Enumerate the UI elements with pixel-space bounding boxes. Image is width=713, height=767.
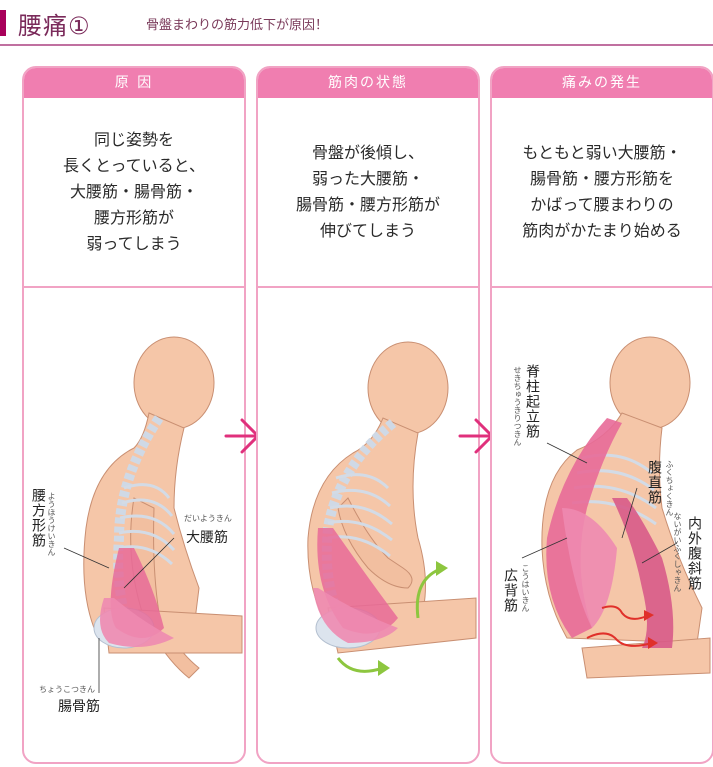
ruby-latissimus-dorsi: こうはいきん <box>521 564 530 612</box>
panel-muscle-state-title: 筋肉の状態 <box>258 68 478 98</box>
page-title: 腰痛① <box>18 12 91 40</box>
panel-cause-text: 同じ姿勢を 長くとっていると、 大腰筋・腸骨筋・ 腰方形筋が 弱ってしまう <box>62 130 206 253</box>
label-latissimus-dorsi: 広背筋 <box>502 568 518 613</box>
panel-pain-onset-title: 痛みの発生 <box>492 68 712 98</box>
ruby-psoas-major: だいようきん <box>184 514 232 523</box>
panel-muscle-state-text: 骨盤が後傾し、 弱った大腰筋・ 腸骨筋・腰方形筋が 伸びてしまう <box>295 143 440 240</box>
label-iliacus: 腸骨筋 <box>58 699 100 715</box>
panel-pain-onset-text-box: もともと弱い大腰筋・ 腸骨筋・腰方形筋を かばって腰まわりの 筋肉がかたまり始め… <box>492 98 712 286</box>
ruby-internal-external-obliques: ないがいふくしゃきん <box>673 512 682 592</box>
panel-pain-onset-divider <box>492 286 712 288</box>
panel-cause-text-box: 同じ姿勢を 長くとっていると、 大腰筋・腸骨筋・ 腰方形筋が 弱ってしまう <box>24 98 244 286</box>
label-rectus-abdominis: 腹直筋 <box>646 460 662 505</box>
label-quadratus-lumborum: 腰方形筋 <box>30 488 46 548</box>
panel-muscle-state-divider <box>258 286 478 288</box>
ruby-rectus-abdominis: ふくちょくきん <box>665 460 674 516</box>
panel-pain-onset: 痛みの発生 もともと弱い大腰筋・ 腸骨筋・腰方形筋を かばって腰まわりの 筋肉が… <box>490 66 713 764</box>
panel-muscle-state: 筋肉の状態 骨盤が後傾し、 弱った大腰筋・ 腸骨筋・腰方形筋が 伸びてしまう <box>256 66 480 764</box>
seated-body-illustration-1 <box>63 336 243 693</box>
ruby-erector-spinae: せきちゅうきりつきん <box>513 366 522 446</box>
panel-muscle-state-text-box: 骨盤が後傾し、 弱った大腰筋・ 腸骨筋・腰方形筋が 伸びてしまう <box>258 98 478 286</box>
ruby-quadratus-lumborum: ようほうけいきん <box>47 492 56 556</box>
panel-pain-onset-text: もともと弱い大腰筋・ 腸骨筋・腰方形筋を かばって腰まわりの 筋肉がかたまり始め… <box>522 143 682 240</box>
panel-cause-title: 原 因 <box>24 68 244 98</box>
title-accent-bar <box>0 10 6 36</box>
label-psoas-major: 大腰筋 <box>186 530 228 546</box>
page-subtitle: 骨盤まわりの筋力低下が原因！ <box>146 18 329 33</box>
header-divider <box>0 44 713 46</box>
panel-cause-divider <box>24 286 244 288</box>
panel-cause: 原 因 同じ姿勢を 長くとっていると、 大腰筋・腸骨筋・ 腰方形筋が 弱ってしま… <box>22 66 246 764</box>
seated-body-illustration-3 <box>521 336 711 679</box>
ruby-iliacus: ちょうこつきん <box>39 685 95 694</box>
seated-body-illustration-2 <box>307 341 477 676</box>
label-internal-external-obliques: 内外腹斜筋 <box>686 516 702 591</box>
label-erector-spinae: 脊柱起立筋 <box>524 364 540 439</box>
